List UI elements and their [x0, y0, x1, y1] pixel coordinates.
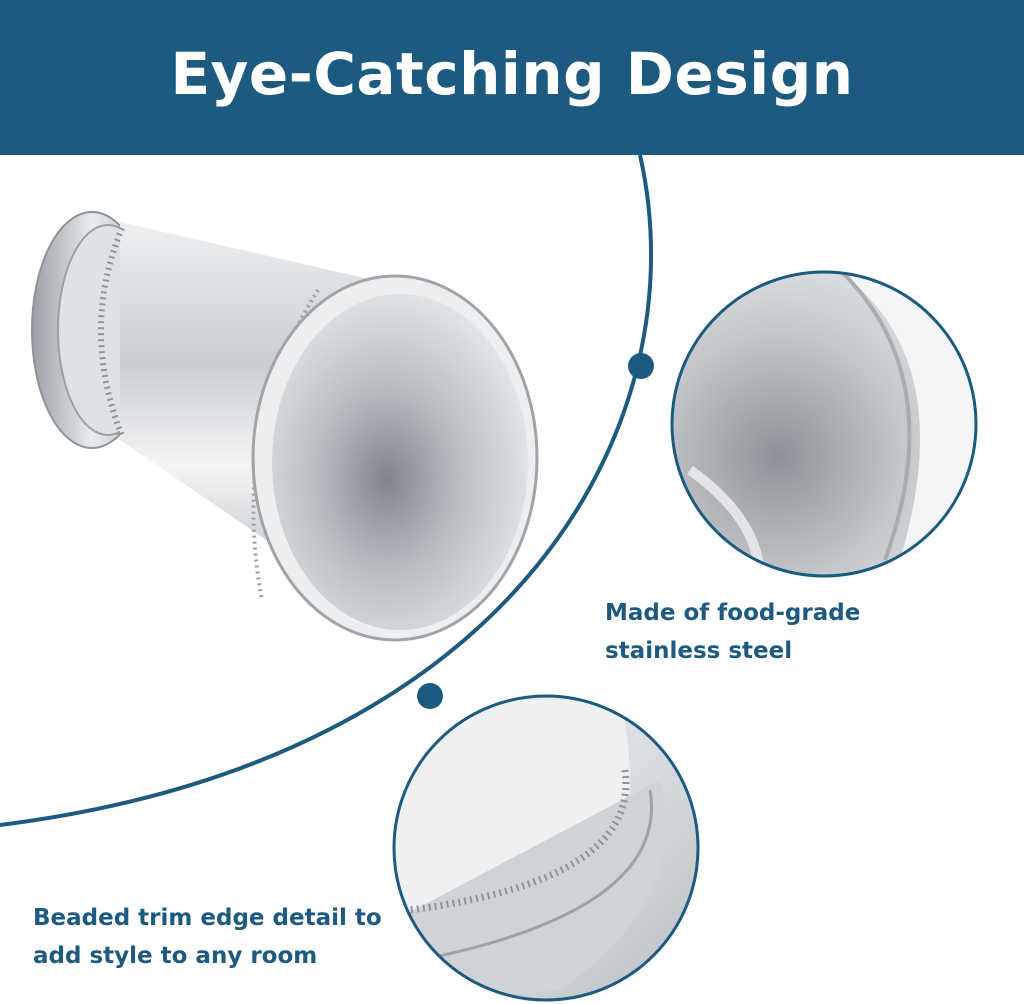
- arc-dot-top: [628, 353, 654, 379]
- caption-line: Made of food-grade: [605, 600, 861, 626]
- caption-line: stainless steel: [605, 638, 793, 664]
- feature-caption-trim: Beaded trim edge detail to add style to …: [33, 899, 382, 975]
- caption-line: Beaded trim edge detail to: [33, 905, 382, 931]
- arc-dot-bottom: [417, 683, 443, 709]
- zoom-detail-beaded-base: [394, 696, 698, 1000]
- cup-image: [31, 211, 539, 642]
- feature-caption-material: Made of food-grade stainless steel: [605, 594, 860, 670]
- decorative-arc: [0, 154, 654, 827]
- page-title: Eye-Catching Design: [170, 39, 854, 108]
- zoom-detail-inner-steel: [672, 272, 976, 576]
- caption-line: add style to any room: [33, 943, 318, 969]
- header-banner: Eye-Catching Design: [0, 0, 1024, 155]
